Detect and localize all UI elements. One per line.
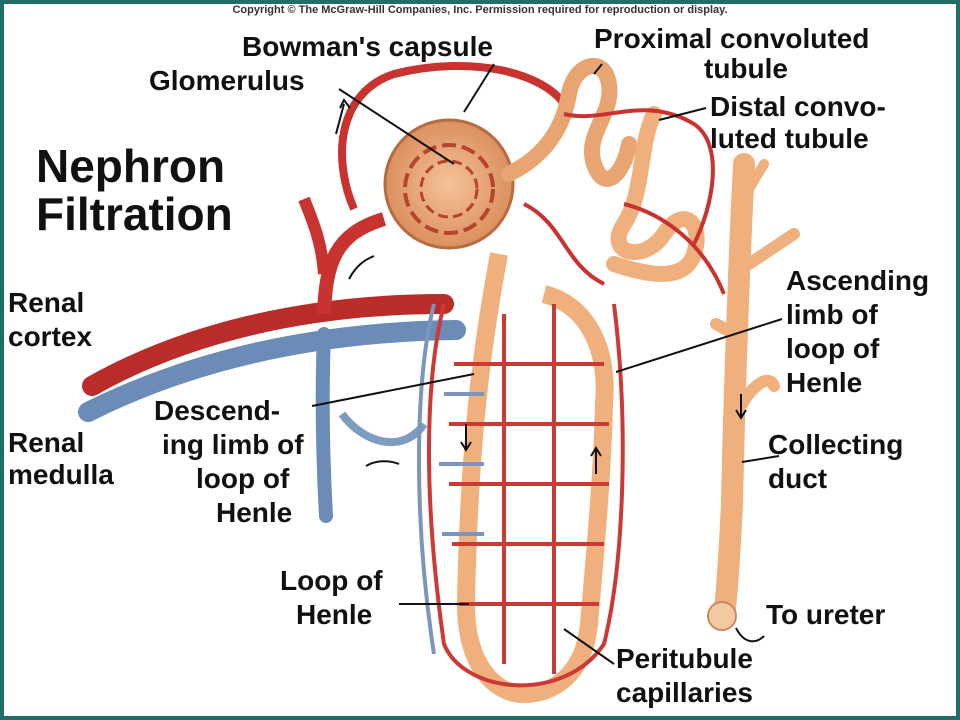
label-distal-1: Distal convo- [710, 91, 886, 122]
label-renal-cortex-1: Renal [8, 287, 85, 318]
renal-artery [82, 294, 454, 396]
label-proximal-2: tubule [704, 53, 788, 84]
peritubular-capillaries [427, 303, 625, 688]
label-descending-4: Henle [216, 497, 293, 528]
efferent-arteriole [338, 61, 568, 211]
label-loop-2: Henle [296, 599, 373, 630]
bowmans-capsule [383, 118, 515, 250]
vein-branch [315, 327, 333, 523]
label-bowmans-capsule: Bowman's capsule [242, 31, 493, 62]
proximal-tubule [501, 57, 637, 187]
label-collecting-2: duct [768, 463, 828, 494]
afferent-arteriole [317, 212, 387, 315]
title-line-1: Nephron [36, 140, 226, 192]
label-renal-cortex-2: cortex [8, 321, 93, 352]
label-collecting-1: Collecting [768, 429, 904, 460]
label-renal-medulla-1: Renal [8, 427, 85, 458]
label-distal-2: luted tubule [710, 123, 869, 154]
label-renal-medulla-2: medulla [8, 459, 114, 490]
label-to-ureter: To ureter [766, 599, 886, 630]
distal-tubule [606, 106, 705, 282]
glomerulus [403, 143, 495, 235]
title-line-2: Filtration [36, 188, 233, 240]
label-peritubule-2: capillaries [616, 677, 753, 708]
label-ascending-3: loop of [786, 333, 880, 364]
page-title: Nephron Filtration [36, 142, 233, 238]
label-descending-1: Descend- [154, 395, 281, 426]
collecting-duct [713, 153, 755, 625]
label-ascending-4: Henle [786, 367, 863, 398]
label-descending-3: loop of [196, 463, 290, 494]
ureter-opening [707, 601, 737, 631]
label-glomerulus: Glomerulus [149, 65, 305, 96]
arteriole-branch [298, 196, 330, 275]
copyright-notice: Copyright © The McGraw-Hill Companies, I… [232, 4, 728, 16]
descending-limb [456, 252, 525, 703]
vein-branch-2 [338, 411, 428, 446]
label-loop-1: Loop of [280, 565, 383, 596]
nephron-illustration [78, 57, 800, 703]
label-proximal-1: Proximal convoluted [594, 23, 870, 54]
ascending-limb [523, 285, 614, 703]
slide: Copyright © The McGraw-Hill Companies, I… [4, 4, 956, 716]
leader-lines [311, 63, 783, 665]
label-peritubule-1: Peritubule [616, 643, 753, 674]
flow-arrows [335, 98, 765, 643]
label-descending-2: ing limb of [162, 429, 304, 460]
renal-vein [78, 320, 466, 422]
label-ascending-2: limb of [786, 299, 878, 330]
label-ascending-1: Ascending [786, 265, 930, 296]
